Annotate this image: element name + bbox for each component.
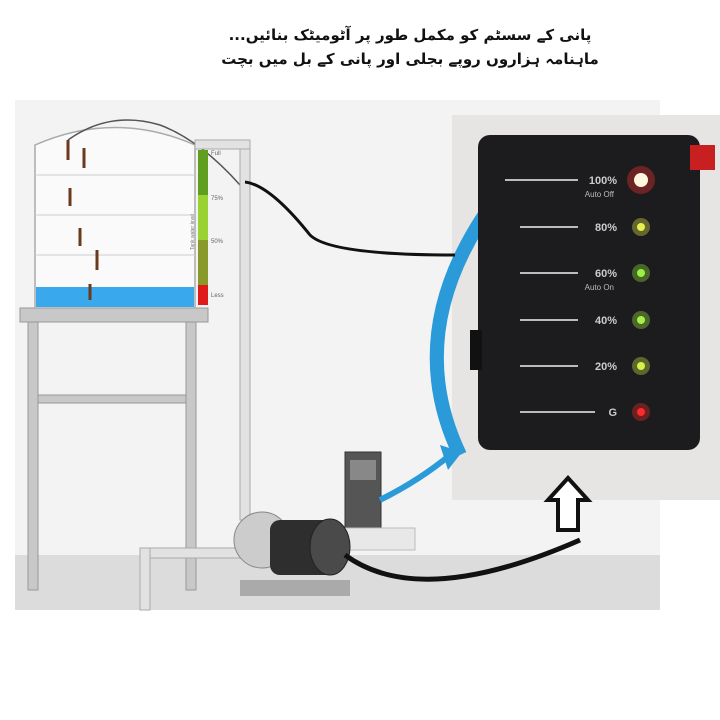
- gauge-label-full: Full: [211, 151, 221, 157]
- level-sublabel: Auto On: [585, 283, 614, 292]
- headline-line-2: ماہنامہ ہزاروں روپے بجلی اور پانی کے بل …: [221, 50, 599, 68]
- controller-unit-small: [339, 451, 416, 551]
- controller-device: [478, 135, 700, 450]
- led-indicator: [637, 316, 645, 324]
- tank-level-gauge: Full 75% 50% Less Tank water level: [190, 150, 224, 305]
- level-label: 60%: [595, 268, 617, 280]
- level-sublabel: Auto Off: [585, 190, 615, 199]
- led-indicator: [637, 223, 645, 231]
- level-label: 100%: [589, 175, 617, 187]
- blue-arc-arrow: [429, 195, 501, 459]
- led-indicator: [637, 408, 645, 416]
- blue-arrow: [378, 452, 452, 503]
- gauge-label-50: 50%: [211, 239, 224, 245]
- led-indicator: [637, 269, 645, 277]
- led-indicator: [637, 362, 645, 370]
- sensor-probes: [66, 140, 99, 300]
- headline-line-1: پانی کے سسٹم کو مکمل طور پر آٹومیٹک بنائ…: [228, 26, 592, 44]
- pump-wire: [343, 537, 582, 582]
- tank-stand: [19, 307, 209, 591]
- level-label: 20%: [595, 361, 617, 373]
- led-indicator: [634, 173, 648, 187]
- water-level: [36, 287, 194, 307]
- up-arrow-icon: [543, 475, 593, 532]
- water-tank: [34, 119, 241, 309]
- water-pump: [233, 511, 351, 596]
- level-label: G: [608, 407, 617, 419]
- level-label: 40%: [595, 315, 617, 327]
- gauge-title: Tank water level: [190, 214, 196, 250]
- device-level-indicators: 100% Auto Off 80% 60% Auto On 40% 20% G: [505, 166, 655, 421]
- sensor-wire: [244, 180, 456, 257]
- gauge-label-75: 75%: [211, 196, 224, 202]
- level-label: 80%: [595, 222, 617, 234]
- gauge-label-less: Less: [211, 293, 224, 299]
